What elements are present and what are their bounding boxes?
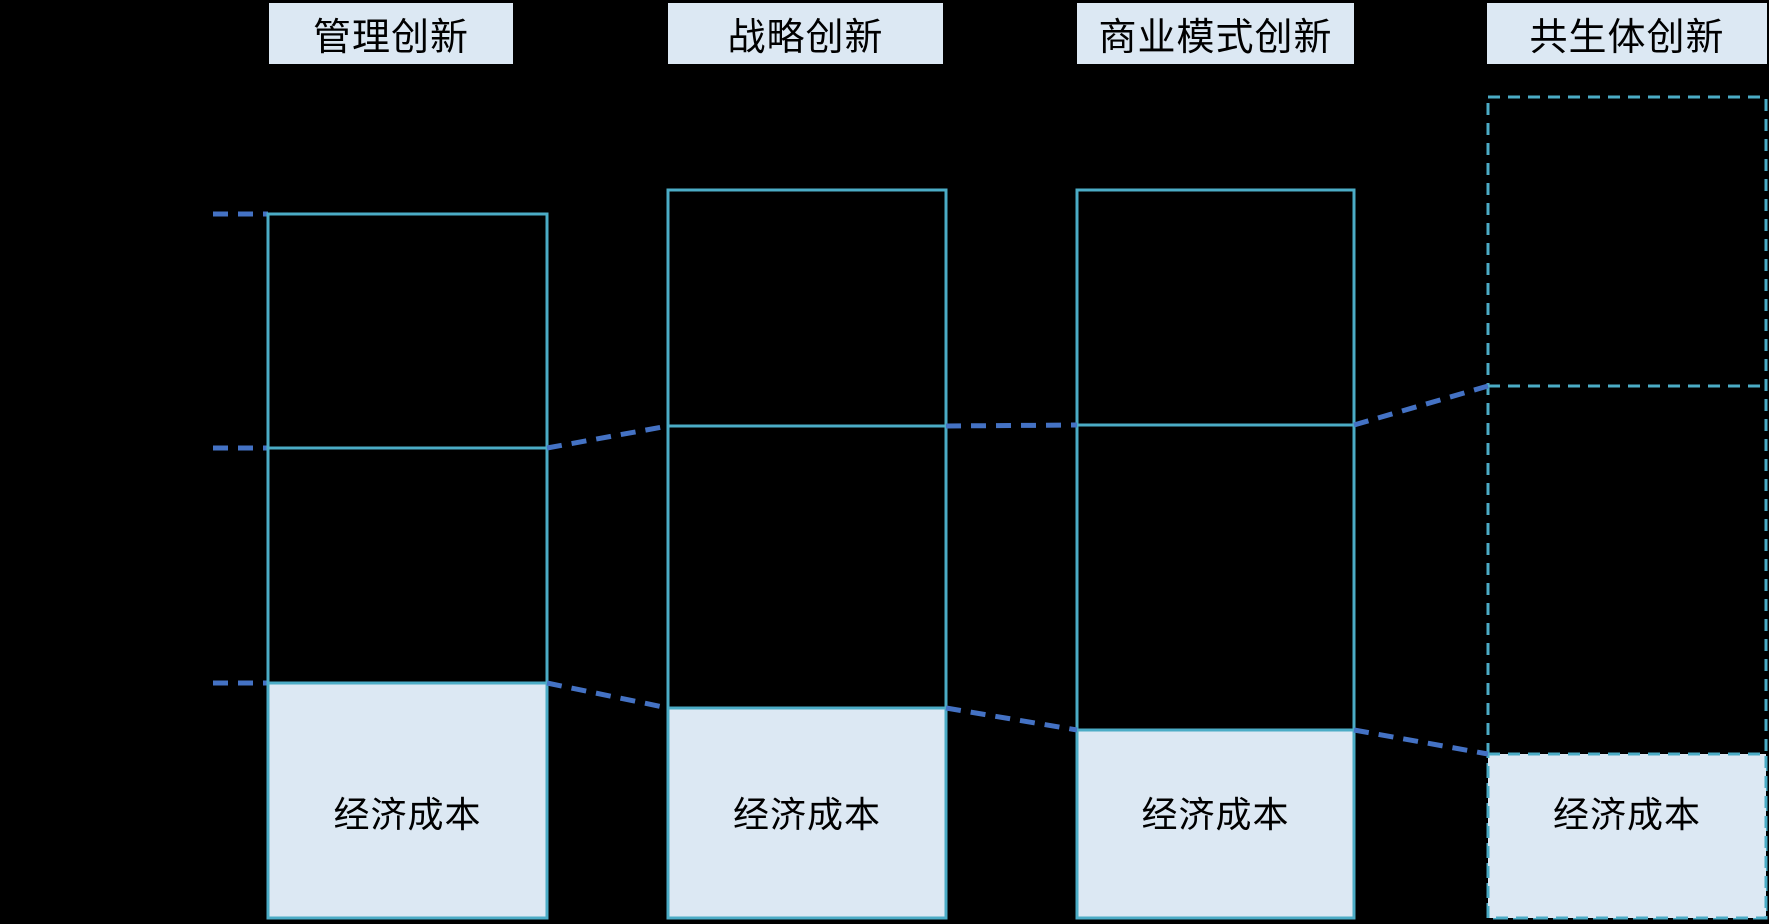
header-label: 战略创新	[727, 15, 884, 59]
header-strategic-innovation: 战略创新	[668, 3, 943, 64]
econ-box-strategic-innovation	[666, 706, 948, 920]
econ-box-symbiosis-innovation	[1486, 752, 1768, 920]
connector-divider-col2-col3	[945, 422, 1078, 429]
header-label: 共生体创新	[1529, 15, 1725, 59]
header-management-innovation: 管理创新	[269, 3, 513, 64]
frame-symbiosis-innovation	[1486, 95, 1768, 920]
header-symbiosis-innovation: 共生体创新	[1487, 3, 1767, 64]
connector-divider-col3-col4	[1353, 383, 1489, 428]
connector-econ-col3-col4	[1353, 727, 1489, 757]
econ-box-business-model-innovation	[1075, 728, 1356, 920]
header-label: 管理创新	[312, 15, 469, 59]
connector-econ-col2-col3	[945, 705, 1078, 733]
econ-label-text: 经济成本	[1141, 795, 1290, 836]
connector-econ-col1-col2	[546, 680, 669, 711]
connector-divider-col1-col2	[546, 423, 669, 451]
econ-label-text: 经济成本	[333, 795, 482, 836]
econ-label-symbiosis-innovation: 经济成本	[1488, 793, 1766, 836]
econ-label-strategic-innovation: 经济成本	[668, 793, 946, 836]
econ-label-business-model-innovation: 经济成本	[1077, 793, 1354, 836]
econ-label-text: 经济成本	[732, 795, 881, 836]
econ-label-text: 经济成本	[1552, 795, 1701, 836]
econ-label-management-innovation: 经济成本	[268, 793, 547, 836]
header-business-model-innovation: 商业模式创新	[1077, 3, 1354, 64]
header-label: 商业模式创新	[1098, 15, 1333, 59]
econ-box-management-innovation	[266, 681, 549, 920]
